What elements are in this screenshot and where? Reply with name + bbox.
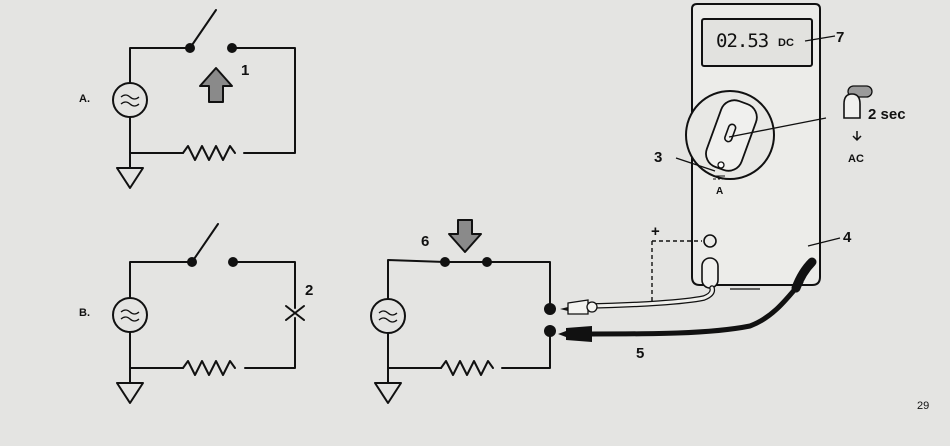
circuit-a-resistor bbox=[183, 146, 235, 160]
circuit-b-label: B. bbox=[79, 308, 90, 319]
circuit-b-ground bbox=[117, 368, 143, 403]
callout-6: 6 bbox=[421, 234, 429, 249]
circuit-a-ground bbox=[117, 153, 143, 188]
circuit-measurement bbox=[371, 220, 556, 403]
circuit-b-switch-contact bbox=[187, 257, 197, 267]
input-jack-upper bbox=[704, 235, 716, 247]
circuit-a-switch-contact bbox=[227, 43, 237, 53]
page-number: 29 bbox=[917, 401, 929, 412]
closed-switch-contact bbox=[440, 257, 450, 267]
test-point bbox=[544, 303, 556, 315]
callout-1: 1 bbox=[241, 63, 249, 78]
circuit-a-ac-source bbox=[113, 83, 147, 117]
ac-mode-label: AC bbox=[848, 154, 864, 165]
hold-duration-label: 2 sec bbox=[868, 107, 906, 122]
circuit-a-label: A. bbox=[79, 94, 90, 105]
red-test-lead bbox=[560, 288, 712, 314]
circuit-b-resistor bbox=[183, 361, 235, 375]
circuit-measurement-resistor bbox=[441, 361, 493, 375]
down-arrow-icon bbox=[449, 220, 481, 252]
callout-4: 4 bbox=[843, 230, 851, 245]
lcd-reading: 02.53 bbox=[716, 32, 768, 51]
circuit-b-ac-source bbox=[113, 298, 147, 332]
circuit-a-switch-lever bbox=[190, 10, 216, 48]
small-down-arrow-icon bbox=[853, 131, 861, 140]
circuit-b-switch-lever bbox=[192, 224, 218, 262]
callout-5: 5 bbox=[636, 346, 644, 361]
input-jack-lower bbox=[702, 258, 718, 288]
callout-7: 7 bbox=[836, 30, 844, 45]
amps-label: A bbox=[716, 187, 723, 197]
circuit-b-switch-contact bbox=[228, 257, 238, 267]
test-point bbox=[544, 325, 556, 337]
callout-2: 2 bbox=[305, 283, 313, 298]
circuit-a-switch-contact bbox=[185, 43, 195, 53]
lcd-mode: DC bbox=[778, 38, 794, 49]
callout-3: 3 bbox=[654, 150, 662, 165]
circuit-a bbox=[113, 10, 295, 188]
circuit-measurement-ground bbox=[375, 368, 401, 403]
plus-label: + bbox=[651, 224, 660, 239]
closed-switch-contact bbox=[482, 257, 492, 267]
up-arrow-icon bbox=[200, 68, 232, 102]
circuit-b bbox=[113, 224, 304, 403]
circuit-measurement-ac-source bbox=[371, 299, 405, 333]
